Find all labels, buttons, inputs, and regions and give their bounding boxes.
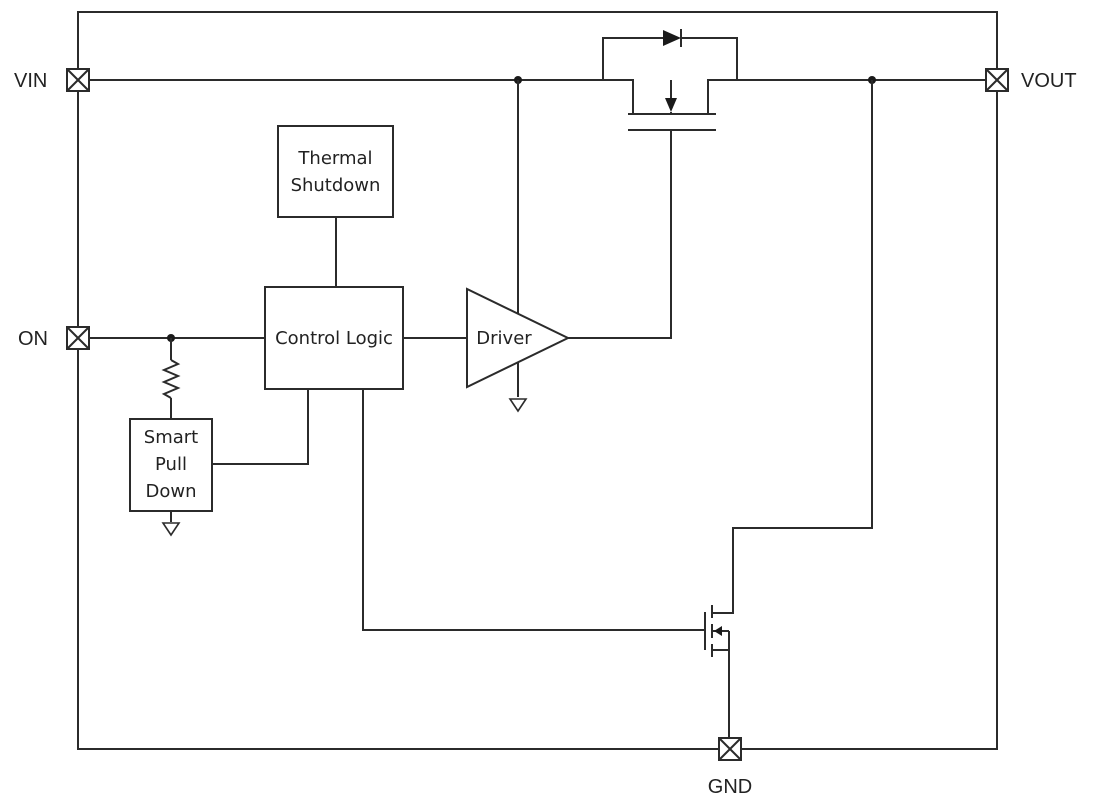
gnd-pin-label: GND (708, 776, 752, 798)
on-pin-icon (66, 326, 90, 350)
thermal-shutdown-label-line1: Thermal (297, 148, 372, 169)
vout-pin-icon (985, 68, 1009, 92)
body-diode-icon (663, 30, 681, 46)
driver-amplifier-icon (466, 287, 571, 389)
logic-to-discharge-gate-wire (362, 389, 705, 631)
vin-pin-icon (66, 68, 90, 92)
vin-pin-label: VIN (14, 70, 47, 92)
control-logic-block (264, 286, 404, 390)
control-logic-label: Control Logic (275, 328, 393, 349)
package-outline (77, 11, 998, 750)
smart-pull-down-label-line3: Down (145, 481, 196, 502)
pulldown-ground-icon (161, 522, 181, 537)
discharge-drain-wire (721, 80, 873, 614)
pass-fet-symbol (602, 29, 738, 131)
on-pin-label: ON (18, 328, 48, 350)
gnd-pin-icon (718, 737, 742, 761)
driver-label: Driver (476, 328, 532, 349)
thermal-shutdown-label-line2: Shutdown (291, 175, 381, 196)
gate-drive-wire (568, 130, 672, 339)
driver-ground-icon (508, 398, 528, 413)
smart-pull-down-label-line2: Pull (155, 454, 187, 475)
smart-pull-down-label-line1: Smart (144, 427, 198, 448)
thermal-shutdown-block (277, 125, 394, 218)
pull-down-resistor-icon (161, 359, 181, 399)
vout-pin-label: VOUT (1021, 70, 1077, 92)
discharge-fet-symbol (704, 605, 730, 738)
logic-to-pulldown-wire (212, 389, 309, 465)
